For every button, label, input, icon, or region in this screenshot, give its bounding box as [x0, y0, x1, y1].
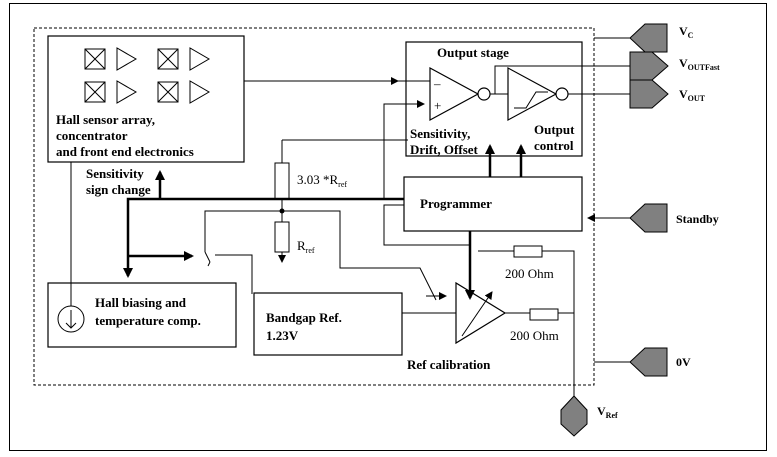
pin-vc-label: VC: [679, 24, 694, 40]
hall-sensor-label-2: concentrator: [56, 128, 128, 143]
resistor-200-bottom-label: 200 Ohm: [510, 328, 559, 343]
hall-sensor-element-3: [84, 80, 137, 104]
pin-vref: VRef: [560, 395, 618, 437]
hall-sensor-element-2: [157, 47, 210, 71]
programmer-label: Programmer: [420, 196, 492, 211]
pin-vout: VOUT: [629, 79, 706, 109]
wiring: [70, 37, 630, 398]
hall-sensor-label-3: and front end electronics: [56, 144, 194, 159]
output-control-label-2: control: [534, 138, 574, 153]
output-opamp: – +: [429, 66, 491, 122]
programmer-block: Programmer: [403, 176, 583, 232]
pin-vref-label: VRef: [597, 404, 618, 420]
bandgap-label-2: 1.23V: [266, 328, 299, 343]
resistor-bottom-label: Rref: [297, 238, 315, 255]
sensitivity-drift-label-2: Drift, Offset: [410, 142, 479, 157]
pin-vout-label: VOUT: [679, 87, 706, 103]
pin-voutfast: VOUTFast: [629, 51, 720, 81]
resistor-3-03-rref: 3.03 *Rref: [274, 140, 347, 211]
resistor-rref: Rref: [274, 211, 315, 263]
resistor-200-ohm-bottom: 200 Ohm: [510, 308, 559, 343]
output-stage-label: Output stage: [437, 45, 509, 60]
pin-standby: Standby: [629, 203, 719, 233]
hall-biasing-block: Hall biasing and temperature comp.: [47, 282, 237, 348]
hall-sensor-element-1: [84, 47, 137, 71]
resistor-200-top-label: 200 Ohm: [505, 266, 554, 281]
sensitivity-drift-label-1: Sensitivity,: [410, 126, 470, 141]
outer-frame: [9, 3, 767, 451]
control-buses: [123, 144, 526, 278]
chip-boundary: [33, 27, 595, 386]
opamp-minus: –: [433, 76, 441, 91]
pin-standby-label: Standby: [676, 212, 719, 226]
output-buffer: [507, 66, 569, 122]
opamp-plus: +: [434, 98, 441, 113]
pin-voutfast-label: VOUTFast: [679, 56, 720, 72]
pin-vc: VC: [629, 23, 694, 53]
resistor-top-label: 3.03 *Rref: [297, 172, 347, 189]
hall-sensor-label-1: Hall sensor array,: [56, 112, 155, 127]
bandgap-label-1: Bandgap Ref.: [266, 310, 342, 325]
output-stage-block: Output stage – + Sensitivity, Drift, Off…: [405, 41, 583, 157]
sensitivity-sign-label-2: sign change: [86, 182, 151, 197]
pin-0v-label: 0V: [676, 355, 691, 369]
ref-calibration-amplifier: Ref calibration: [407, 281, 507, 372]
hall-biasing-label-2: temperature comp.: [95, 313, 201, 328]
pin-0v: 0V: [629, 347, 691, 377]
hall-biasing-label-1: Hall biasing and: [95, 295, 187, 310]
output-control-label-1: Output: [534, 122, 575, 137]
ref-calibration-label: Ref calibration: [407, 357, 491, 372]
hall-sensor-block: Hall sensor array, concentrator and fron…: [47, 35, 245, 163]
sensitivity-sign-label-1: Sensitivity: [86, 166, 144, 181]
hall-sensor-element-4: [157, 80, 210, 104]
bandgap-block: Bandgap Ref. 1.23V: [253, 292, 403, 356]
